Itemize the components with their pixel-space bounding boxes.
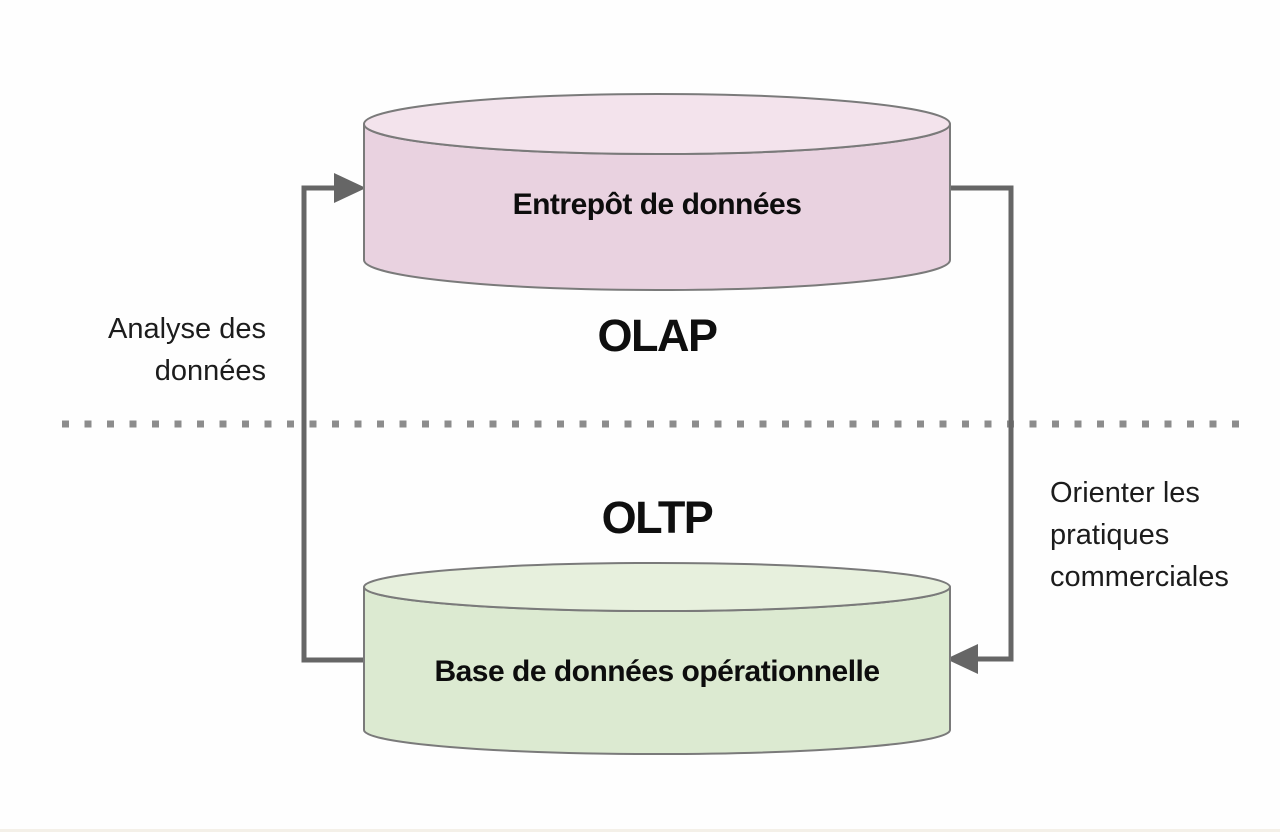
- bottom-edge-strip: [0, 829, 1280, 832]
- orienter-flow-label-line1: Orienter les: [1050, 477, 1200, 509]
- olap-section-label: OLAP: [597, 310, 718, 361]
- downward-flow-arrowhead-icon: [946, 644, 978, 674]
- warehouse-cylinder-label: Entrepôt de données: [512, 188, 802, 221]
- analyse-flow-label: Analyse des données: [40, 308, 266, 392]
- downward-flow-arrow-line: [950, 185, 1014, 662]
- upward-flow-arrow-line: [301, 185, 364, 663]
- operational-db-cylinder-label: Base de données opérationnelle: [434, 655, 880, 688]
- orienter-flow-label-line2: pratiques: [1050, 519, 1170, 551]
- analyse-flow-label-line2: données: [154, 355, 266, 387]
- orienter-flow-label-line3: commerciales: [1050, 561, 1229, 593]
- oltp-section-label: OLTP: [601, 492, 714, 543]
- operational-db-cylinder-top: [363, 562, 951, 612]
- warehouse-cylinder-top: [363, 93, 951, 155]
- analyse-flow-label-line1: Analyse des: [108, 313, 266, 345]
- upward-flow-arrowhead-icon: [334, 173, 366, 203]
- orienter-flow-label: Orienter les pratiques commerciales: [1050, 472, 1270, 598]
